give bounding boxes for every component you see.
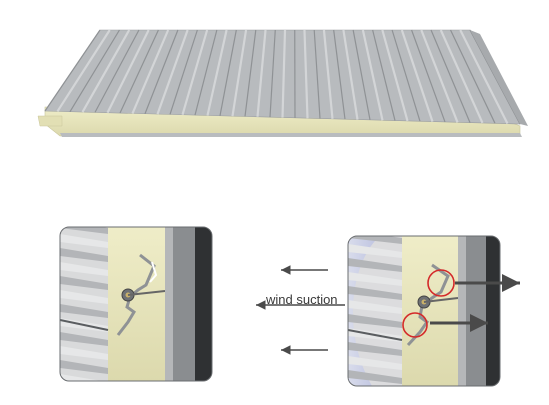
- detail-left-foam: [108, 227, 165, 381]
- detail-right-frame: [466, 236, 486, 386]
- panel-metal-bottom-skin: [60, 133, 522, 137]
- detail-left-inner-skin: [165, 227, 173, 381]
- detail-right: [348, 230, 520, 398]
- sandwich-panel-3d: [38, 30, 528, 137]
- detail-left-frame-dark: [195, 227, 212, 381]
- detail-left: [60, 220, 212, 388]
- panel-tongue-left: [38, 116, 62, 126]
- wind-arrows: [256, 270, 345, 350]
- detail-right-foam: [402, 236, 458, 386]
- wind-suction-label: wind suction: [266, 292, 338, 307]
- detail-right-inner-skin: [458, 236, 466, 386]
- detail-left-frame: [173, 227, 195, 381]
- detail-right-frame-dark: [486, 236, 500, 386]
